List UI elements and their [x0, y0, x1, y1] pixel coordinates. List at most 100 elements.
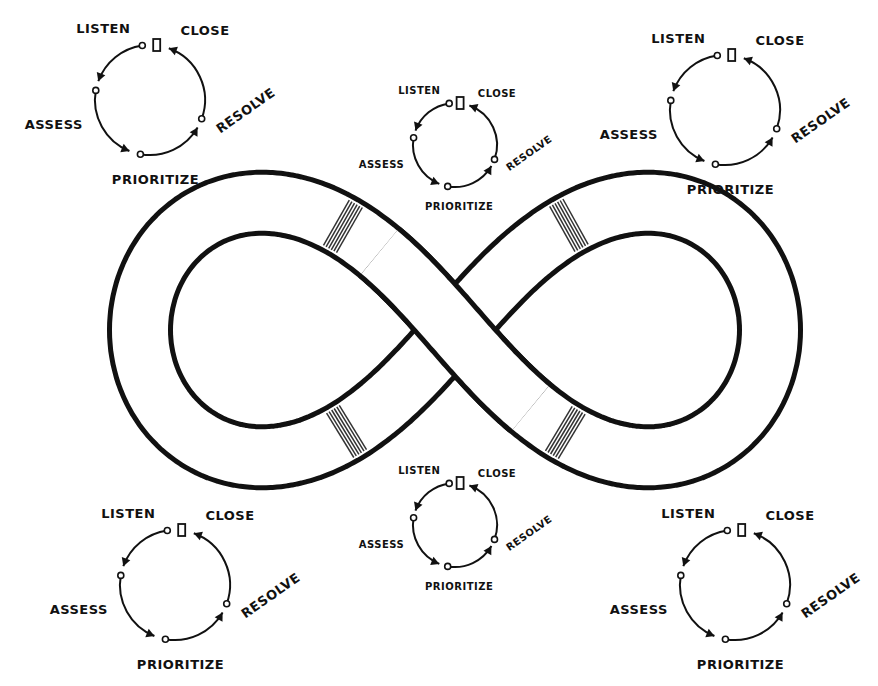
cycle-arc: [165, 613, 222, 641]
cycle-dot: [446, 100, 452, 106]
cycle-marker: [153, 39, 160, 51]
cycle-label: ASSESS: [359, 158, 404, 169]
ribbon-hatch: [551, 410, 578, 455]
cycle-arc: [98, 46, 142, 82]
cycle-label: ASSESS: [50, 603, 108, 617]
ribbon-hatch: [329, 203, 355, 248]
cycle-dot: [137, 151, 143, 157]
cycle-marker: [457, 97, 464, 109]
ribbon-hatch: [558, 414, 585, 459]
ribbon-hatch: [327, 413, 354, 457]
cycle-label: RESOLVE: [789, 96, 853, 147]
cycle-arc: [194, 533, 230, 604]
cycle-marker: [178, 524, 185, 536]
ribbon-hatch: [331, 205, 357, 250]
arrow-head: [775, 613, 783, 622]
cycle-dot: [224, 601, 230, 607]
arrow-head: [414, 122, 423, 131]
cycle-dot: [118, 572, 124, 578]
arrow-head: [695, 154, 704, 162]
cycle-dot: [411, 515, 417, 521]
cycle-dot: [784, 601, 790, 607]
cycle-label: CLOSE: [765, 509, 814, 523]
cycle: [118, 524, 230, 642]
cycle-arc: [416, 103, 450, 130]
cycle-dot: [411, 135, 417, 141]
infinity-ribbon: [140, 199, 770, 459]
cycle-label: RESOLVE: [239, 571, 303, 622]
cycle-dot: [445, 563, 451, 569]
cycle: [93, 39, 205, 157]
ribbon-hatch: [558, 202, 583, 248]
cycle-dot: [139, 43, 145, 49]
ribbon-face: [379, 252, 530, 408]
cycle-label: RESOLVE: [504, 134, 554, 174]
cycle-label: CLOSE: [755, 34, 804, 48]
ribbon-hatch: [332, 410, 359, 454]
cycle-arc: [448, 546, 492, 567]
ribbon-hatch: [334, 206, 360, 251]
cycle-dot: [724, 528, 730, 534]
cycle-arc: [670, 100, 704, 161]
cycle-dot: [722, 636, 728, 642]
arrow-head: [190, 128, 198, 137]
cycle-label: LISTEN: [398, 85, 440, 96]
ribbon-hatch: [548, 408, 575, 453]
cycle-marker: [457, 477, 464, 489]
ribbon-edge: [379, 252, 530, 408]
arrow-head: [430, 557, 439, 565]
cycle-label: PRIORITIZE: [425, 200, 493, 211]
cycle-label: LISTEN: [651, 31, 705, 45]
ribbon-hatch: [555, 203, 580, 248]
ribbon-hatch: [553, 411, 580, 456]
arrow-head: [469, 104, 478, 113]
cycle-label: CLOSE: [205, 509, 254, 523]
ribbon-hatch: [546, 406, 573, 451]
cycle-label: CLOSE: [478, 467, 516, 478]
cycle-dot: [164, 528, 170, 534]
cycle-label: ASSESS: [25, 118, 83, 132]
ribbon-hatch: [339, 405, 366, 449]
cycle-dot: [162, 636, 168, 642]
cycle-label: CLOSE: [180, 24, 229, 38]
arrow-head: [215, 613, 223, 622]
cycle-arc: [725, 613, 782, 641]
cycle-label: ASSESS: [600, 128, 658, 142]
arrow-head: [754, 532, 763, 541]
cycle-dot: [446, 480, 452, 486]
ribbon-hatch: [563, 199, 588, 244]
cycle-arc: [744, 58, 780, 129]
cycle-dot: [199, 116, 205, 122]
ribbon-hatch: [560, 201, 585, 246]
arrow-head: [194, 532, 203, 541]
cycle-arc: [169, 48, 205, 119]
cycle: [668, 49, 780, 167]
cycle-arc: [754, 533, 790, 604]
ribbon-hatch: [326, 202, 352, 247]
arrow-head: [145, 629, 154, 637]
ribbon-hatch: [337, 407, 364, 451]
ribbon-hatch: [324, 200, 350, 245]
cycle-label: PRIORITIZE: [687, 183, 774, 197]
cycle-label: RESOLVE: [799, 571, 863, 622]
cycle-arc: [448, 166, 492, 187]
cycle-label: CLOSE: [478, 87, 516, 98]
cycle-arrows: [93, 39, 790, 642]
arrow-head: [414, 502, 423, 511]
ribbon-face: [140, 203, 770, 458]
arrow-head: [122, 557, 131, 566]
cycle-arc: [673, 56, 717, 92]
cycle-dot: [774, 126, 780, 132]
cycle-dot: [668, 97, 674, 103]
cycle: [411, 97, 498, 189]
cycle-arc: [680, 575, 714, 636]
cycle-arc: [416, 483, 450, 510]
cycle-dot: [678, 572, 684, 578]
cycle-dot: [714, 53, 720, 59]
ribbon-hatch: [556, 413, 583, 458]
cycle: [678, 524, 790, 642]
cycle-arc: [469, 486, 497, 540]
cycle-label: LISTEN: [661, 506, 715, 520]
cycle-arc: [715, 138, 772, 166]
cycle: [411, 477, 498, 569]
